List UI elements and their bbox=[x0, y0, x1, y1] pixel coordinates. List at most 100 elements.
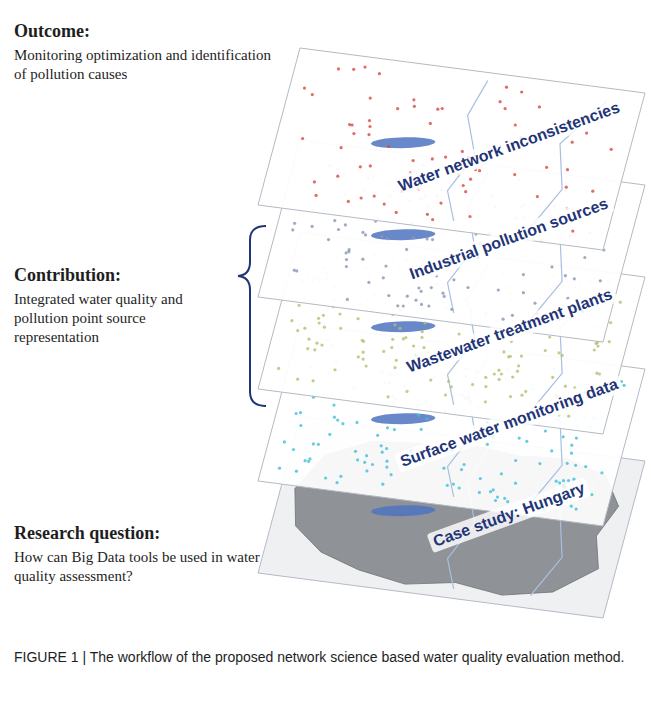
section-text: Integrated water quality and pollution p… bbox=[14, 290, 229, 347]
data-point bbox=[354, 450, 357, 453]
data-point bbox=[426, 417, 429, 420]
data-point bbox=[344, 223, 347, 226]
data-point bbox=[293, 222, 296, 225]
data-point bbox=[511, 314, 514, 317]
data-point bbox=[619, 301, 622, 304]
data-point bbox=[304, 459, 307, 462]
data-point bbox=[412, 159, 415, 162]
data-point bbox=[544, 349, 547, 352]
data-point bbox=[520, 355, 523, 358]
data-point bbox=[318, 321, 321, 324]
data-point bbox=[608, 340, 611, 343]
data-point bbox=[368, 119, 371, 122]
data-point bbox=[545, 166, 548, 169]
data-point bbox=[412, 98, 415, 101]
data-point bbox=[557, 413, 560, 416]
data-point bbox=[460, 468, 463, 471]
data-point bbox=[414, 299, 417, 302]
data-point bbox=[548, 335, 551, 338]
data-point bbox=[360, 196, 363, 199]
data-point bbox=[395, 211, 398, 214]
data-point bbox=[386, 237, 389, 240]
data-point bbox=[412, 344, 415, 347]
data-point bbox=[566, 297, 569, 300]
data-point bbox=[429, 122, 432, 125]
data-point bbox=[500, 372, 503, 375]
data-point bbox=[574, 398, 577, 401]
data-point bbox=[562, 435, 565, 438]
data-point bbox=[442, 467, 445, 470]
data-point bbox=[283, 440, 286, 443]
data-point bbox=[347, 250, 350, 253]
data-point bbox=[333, 416, 336, 419]
data-point bbox=[290, 319, 293, 322]
data-point bbox=[371, 463, 374, 466]
data-point bbox=[327, 238, 330, 241]
data-point bbox=[413, 105, 416, 108]
data-point bbox=[534, 322, 537, 325]
data-point bbox=[562, 485, 565, 488]
data-point bbox=[441, 292, 444, 295]
data-point bbox=[489, 490, 492, 493]
data-point bbox=[417, 286, 420, 289]
data-point bbox=[291, 228, 294, 231]
data-point bbox=[320, 344, 323, 347]
data-point bbox=[328, 433, 331, 436]
data-point bbox=[469, 178, 472, 181]
data-point bbox=[439, 202, 442, 205]
data-point bbox=[369, 164, 372, 167]
lake-shape bbox=[371, 137, 436, 148]
data-point bbox=[340, 146, 343, 149]
data-point bbox=[385, 460, 388, 463]
data-point bbox=[596, 345, 599, 348]
data-point bbox=[478, 491, 481, 494]
data-point bbox=[550, 265, 553, 268]
data-point bbox=[504, 107, 507, 110]
data-point bbox=[583, 256, 586, 259]
data-point bbox=[386, 426, 389, 429]
data-point bbox=[493, 372, 496, 375]
data-point bbox=[468, 215, 471, 218]
data-point bbox=[484, 385, 487, 388]
data-point bbox=[306, 347, 309, 350]
data-point bbox=[315, 342, 318, 345]
data-point bbox=[356, 458, 359, 461]
data-point bbox=[525, 440, 528, 443]
data-point bbox=[412, 236, 415, 239]
data-point bbox=[462, 184, 465, 187]
data-point bbox=[565, 407, 568, 410]
data-point bbox=[494, 499, 497, 502]
data-point bbox=[575, 437, 578, 440]
data-point bbox=[571, 230, 574, 233]
data-point bbox=[313, 348, 316, 351]
data-point bbox=[391, 338, 394, 341]
data-point bbox=[514, 123, 517, 126]
data-point bbox=[393, 323, 396, 326]
data-point bbox=[593, 393, 596, 396]
data-point bbox=[573, 386, 576, 389]
section-heading: Research question: bbox=[14, 522, 299, 544]
data-point bbox=[406, 295, 409, 298]
data-point bbox=[452, 278, 455, 281]
data-point bbox=[500, 472, 503, 475]
data-point bbox=[598, 372, 601, 375]
data-point bbox=[593, 348, 596, 351]
data-point bbox=[571, 141, 574, 144]
data-point bbox=[348, 123, 351, 126]
data-point bbox=[298, 304, 301, 307]
data-point bbox=[503, 497, 506, 500]
data-point bbox=[396, 304, 399, 307]
data-point bbox=[426, 237, 429, 240]
data-point bbox=[423, 322, 426, 325]
data-point bbox=[383, 203, 386, 206]
data-point bbox=[278, 467, 281, 470]
data-point bbox=[301, 137, 304, 140]
data-point bbox=[466, 286, 469, 289]
data-point bbox=[609, 321, 612, 324]
data-point bbox=[295, 412, 298, 415]
data-point bbox=[362, 340, 365, 343]
data-point bbox=[478, 169, 481, 172]
data-point bbox=[365, 454, 368, 457]
data-point bbox=[355, 421, 358, 424]
data-point bbox=[484, 376, 487, 379]
